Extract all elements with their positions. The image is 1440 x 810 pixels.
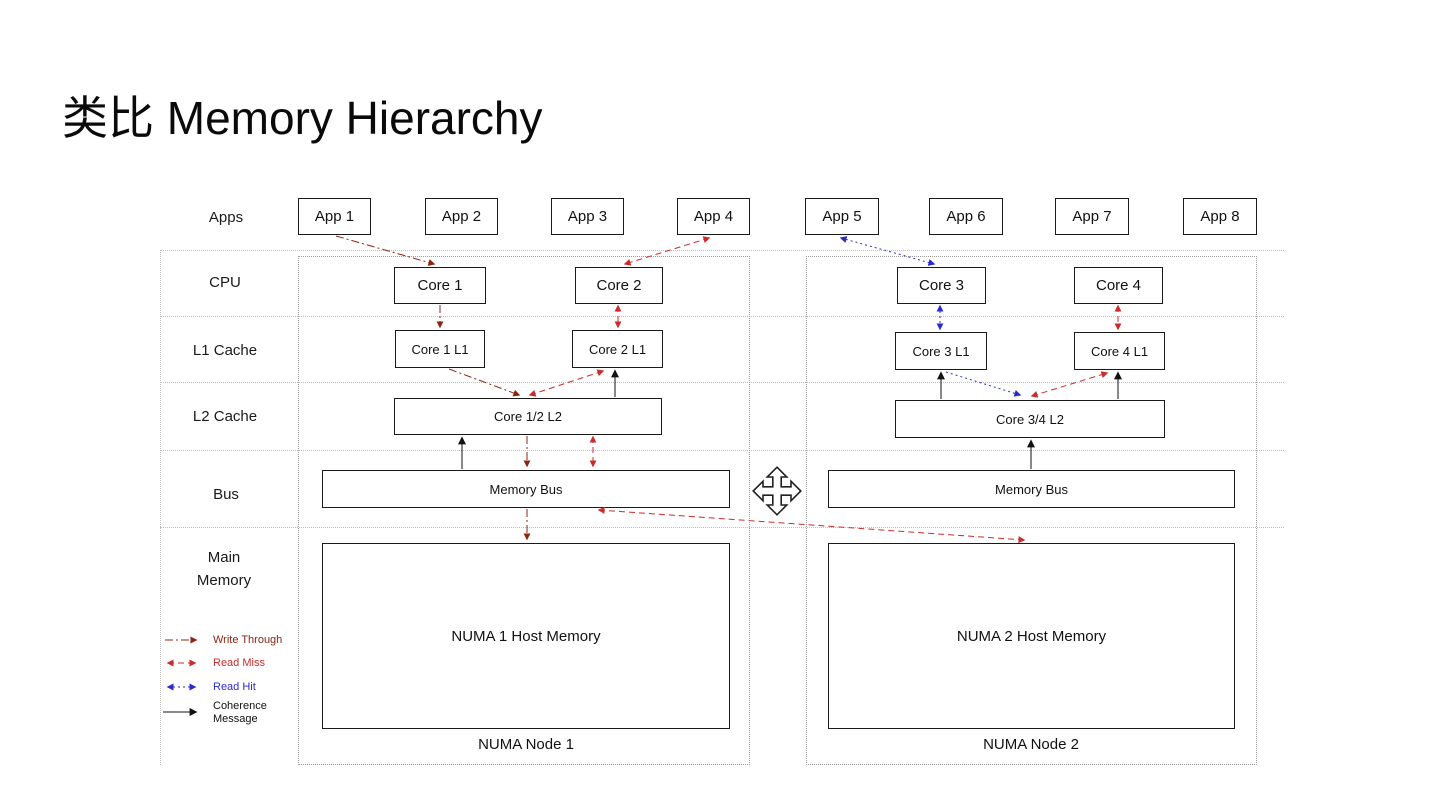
row-separator-l2-bus bbox=[160, 450, 1284, 451]
host-memory-numa2: NUMA 2 Host Memory bbox=[828, 543, 1235, 729]
app-box-4: App 4 bbox=[677, 198, 750, 235]
row-label-main-memory: Main Memory bbox=[196, 549, 252, 589]
row-separator-apps-cpu bbox=[160, 250, 1284, 251]
memory-bus-numa1: Memory Bus bbox=[322, 470, 730, 508]
l1-box-core2: Core 2 L1 bbox=[572, 330, 663, 368]
core-box-3: Core 3 bbox=[897, 267, 986, 304]
l2-box-numa2: Core 3/4 L2 bbox=[895, 400, 1165, 438]
row-label-cpu: CPU bbox=[209, 274, 241, 291]
row-separator-l1-l2 bbox=[160, 382, 1284, 383]
core-box-2: Core 2 bbox=[575, 267, 663, 304]
node-label-numa2: NUMA Node 2 bbox=[983, 736, 1079, 753]
legend-label-read-hit: Read Hit bbox=[213, 681, 256, 693]
l2-box-numa1: Core 1/2 L2 bbox=[394, 398, 662, 435]
core-box-4: Core 4 bbox=[1074, 267, 1163, 304]
core-box-1: Core 1 bbox=[394, 267, 486, 304]
row-label-l2-cache: L2 Cache bbox=[192, 408, 258, 425]
app-box-5: App 5 bbox=[805, 198, 879, 235]
page-title: 类比 Memory Hierarchy bbox=[62, 92, 543, 144]
host-memory-numa1: NUMA 1 Host Memory bbox=[322, 543, 730, 729]
row-separator-cpu-l1 bbox=[160, 316, 1284, 317]
legend-label-read-miss: Read Miss bbox=[213, 657, 265, 669]
app-box-6: App 6 bbox=[929, 198, 1003, 235]
row-label-l1-cache: L1 Cache bbox=[192, 342, 258, 359]
app-box-7: App 7 bbox=[1055, 198, 1129, 235]
l1-box-core4: Core 4 L1 bbox=[1074, 332, 1165, 370]
memory-bus-numa2: Memory Bus bbox=[828, 470, 1235, 508]
left-grid-line bbox=[160, 250, 161, 765]
move-icon bbox=[752, 466, 802, 516]
app-box-1: App 1 bbox=[298, 198, 371, 235]
l1-box-core3: Core 3 L1 bbox=[895, 332, 987, 370]
app-box-2: App 2 bbox=[425, 198, 498, 235]
app-box-8: App 8 bbox=[1183, 198, 1257, 235]
row-label-bus: Bus bbox=[213, 486, 239, 503]
legend-label-write-through: Write Through bbox=[213, 634, 283, 646]
row-label-apps: Apps bbox=[208, 209, 244, 226]
l1-box-core1: Core 1 L1 bbox=[395, 330, 485, 368]
app-box-3: App 3 bbox=[551, 198, 624, 235]
legend-label-coherence-message: Coherence Message bbox=[213, 700, 267, 725]
node-label-numa1: NUMA Node 1 bbox=[478, 736, 574, 753]
